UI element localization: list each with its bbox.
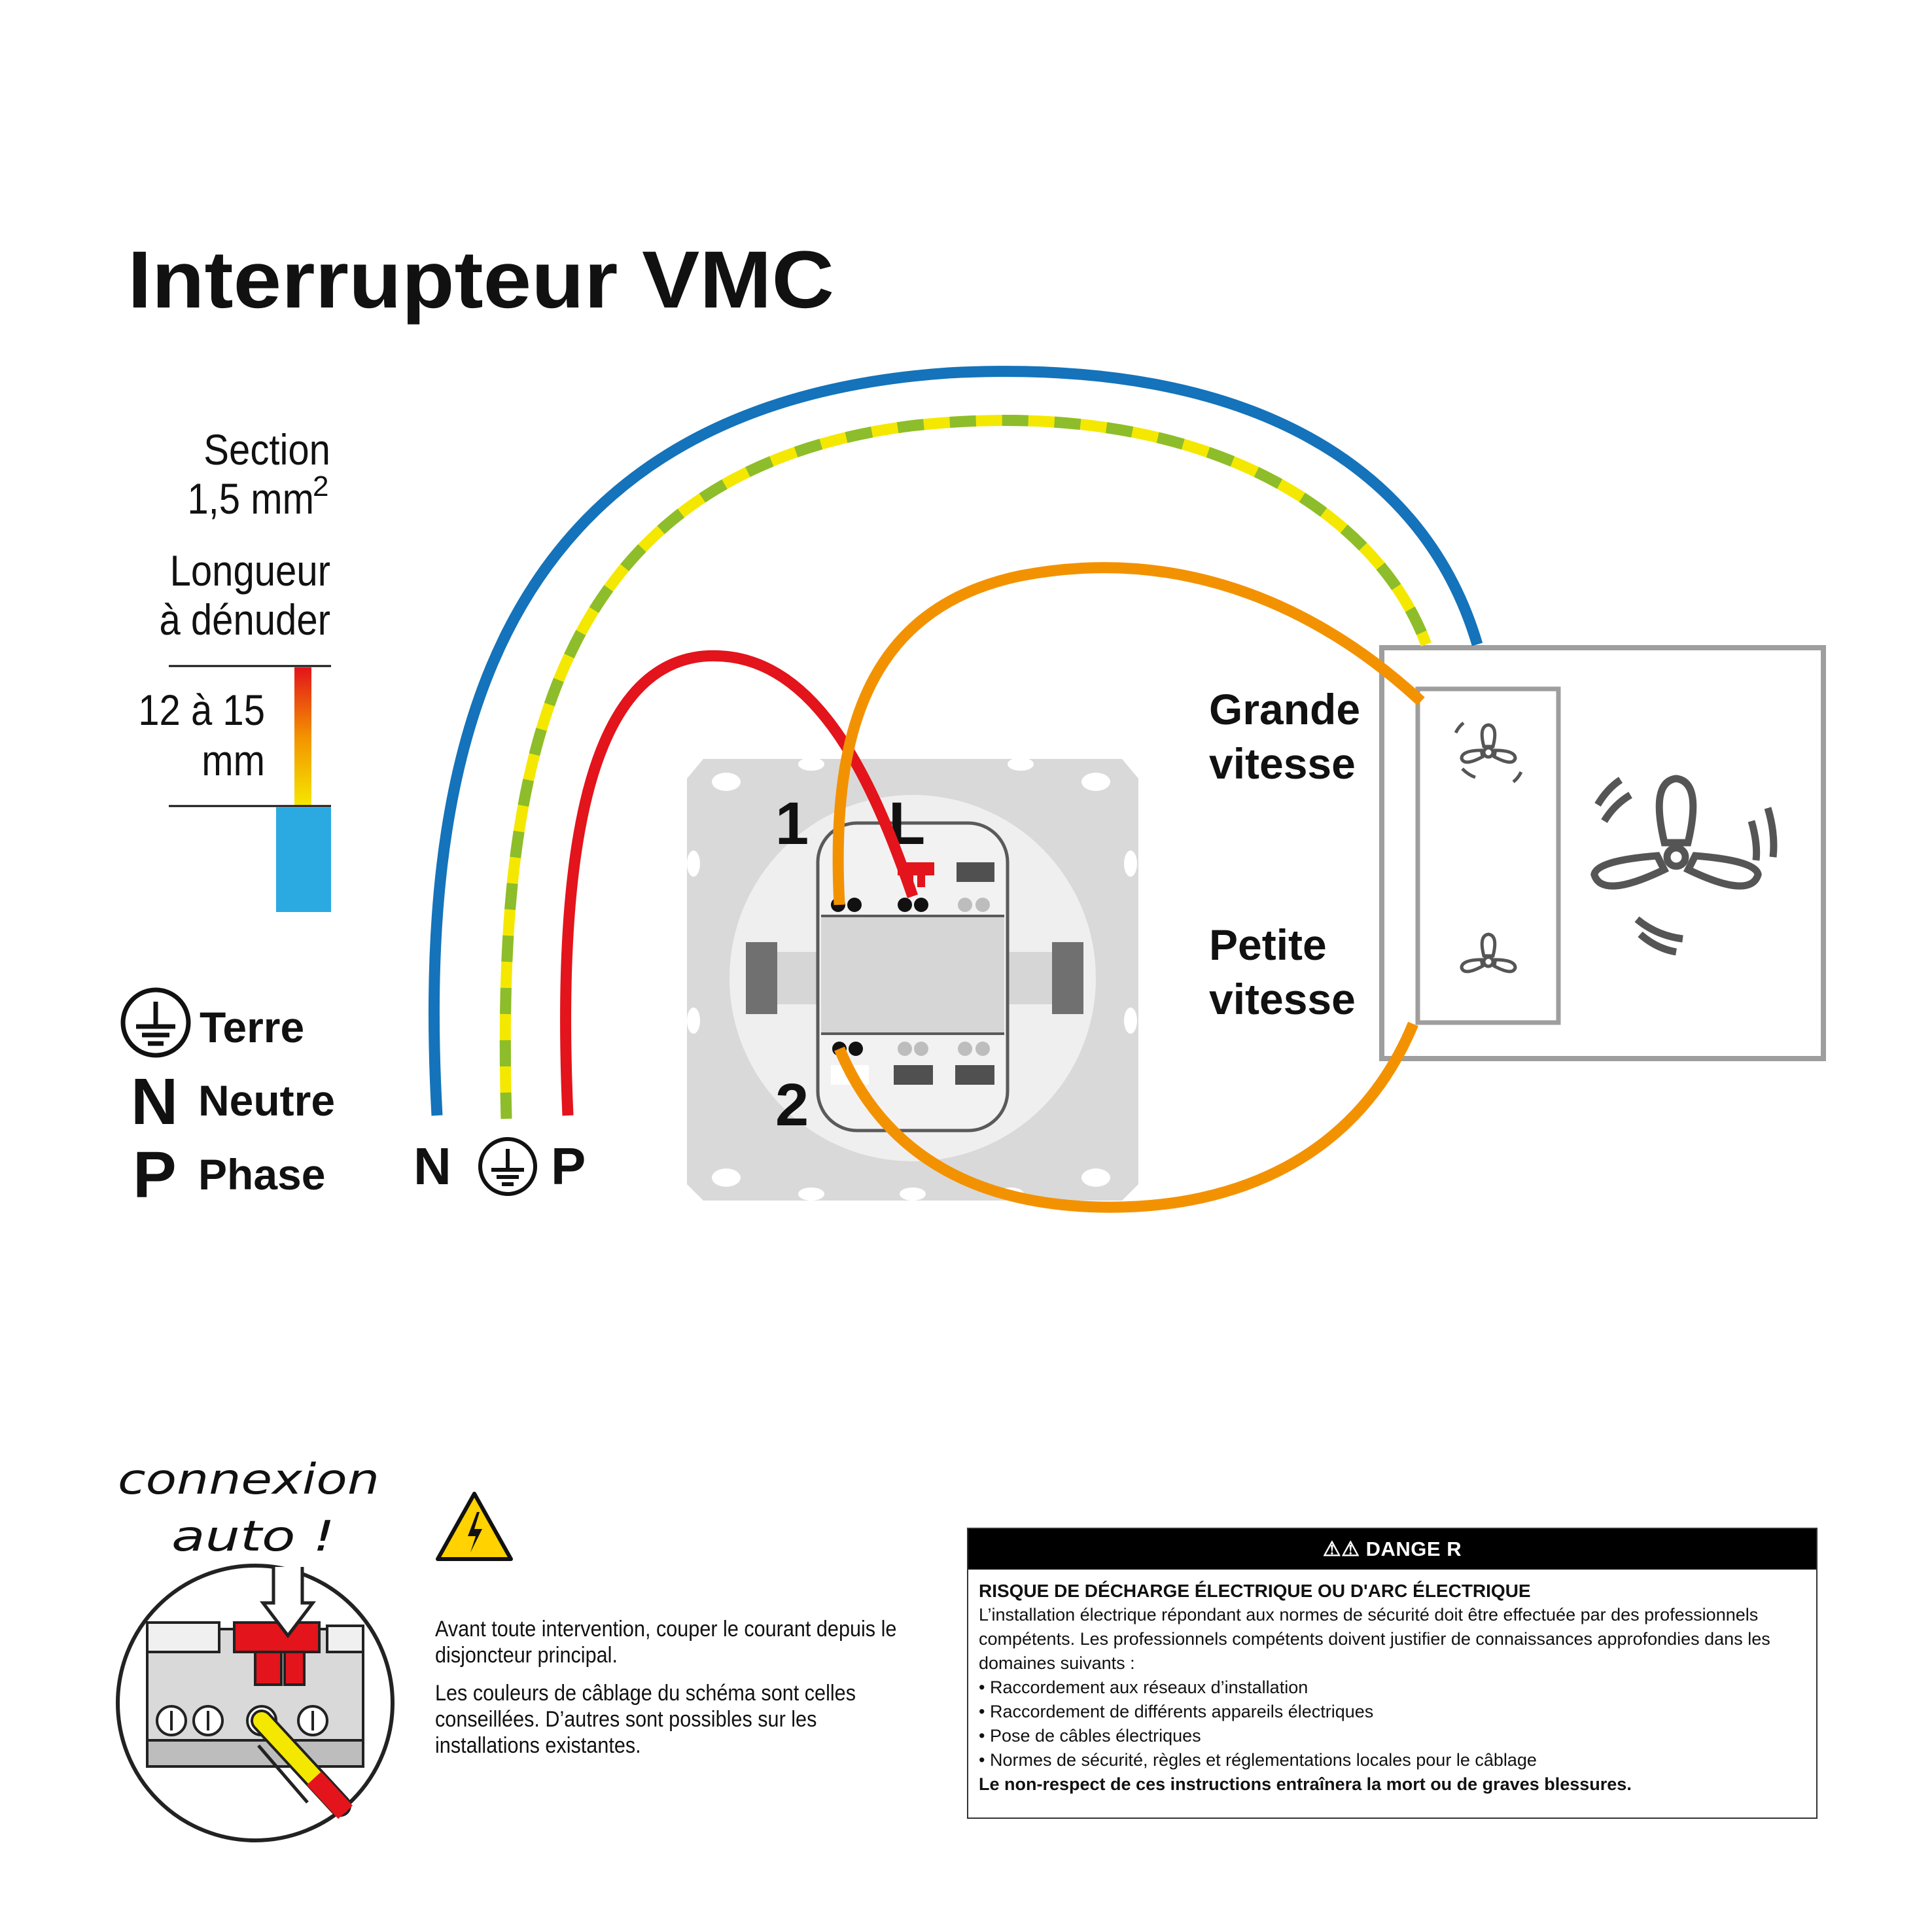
danger-list: Raccordement aux réseaux d’installation … (979, 1676, 1806, 1772)
danger-intro: L’installation électrique répondant aux … (979, 1605, 1770, 1673)
danger-body: RISQUE DE DÉCHARGE ÉLECTRIQUE OU D'ARC É… (968, 1570, 1816, 1797)
danger-list-item: Normes de sécurité, règles et réglementa… (979, 1748, 1806, 1772)
wires (428, 366, 1483, 1213)
neutral-wire (428, 366, 1483, 1116)
legend-symbol-p: P (133, 1138, 177, 1212)
low-speed-label: Petite (1209, 921, 1327, 969)
low-speed-label-2: vitesse (1209, 975, 1356, 1023)
section-label: Section (203, 427, 330, 474)
strip-length-label: Longueur (170, 548, 330, 595)
low-speed-wire (834, 1021, 1418, 1213)
lightning-warning-icon (436, 1492, 513, 1561)
switch-mechanism: 1 L 2 (687, 758, 1138, 1201)
terminal-label-1: 1 (775, 790, 809, 857)
danger-list-item: Raccordement aux réseaux d’installation (979, 1676, 1806, 1700)
strip-length-value: 12 à 15 (138, 687, 265, 735)
supply-label-p: P (551, 1137, 586, 1195)
auto-connect-label: connexion (118, 1456, 379, 1504)
strip-length-label-2: à dénuder (159, 597, 330, 644)
warning-icon: ⚠⚠ (1322, 1537, 1366, 1560)
supply-label-n: N (413, 1137, 451, 1195)
strip-insulation (276, 807, 331, 912)
strip-length-unit: mm (202, 737, 265, 785)
danger-box: ⚠⚠ DANGE R RISQUE DE DÉCHARGE ÉLECTRIQUE… (967, 1528, 1818, 1819)
page-title: Interrupteur VMC (128, 235, 834, 325)
auto-connect-illustration (116, 1564, 395, 1842)
fan-large-icon (1590, 775, 1778, 956)
legend: Terre N Neutre P Phase (120, 987, 335, 1212)
danger-footer: Le non-respect de ces instructions entra… (979, 1774, 1632, 1794)
earth-wire-green (499, 415, 1431, 1119)
section-value: 1,5 mm (187, 476, 314, 523)
danger-title: DANGE R (1365, 1537, 1462, 1560)
danger-list-item: Raccordement de différents appareils éle… (979, 1700, 1806, 1724)
danger-list-item: Pose de câbles électriques (979, 1724, 1806, 1748)
vmc-speed-panel (1415, 686, 1561, 1025)
high-speed-label-2: vitesse (1209, 739, 1356, 788)
section-superscript: 2 (313, 470, 328, 502)
danger-header: ⚠⚠ DANGE R (968, 1529, 1816, 1570)
fan-small-low-icon (1460, 932, 1517, 974)
legend-label-terre: Terre (200, 1003, 304, 1051)
phase-wire (560, 650, 919, 1116)
strip-bare-gradient (294, 667, 311, 806)
vmc-unit (1379, 645, 1826, 1061)
terminal-label-2: 2 (775, 1072, 809, 1138)
high-speed-label: Grande (1209, 685, 1360, 733)
legend-symbol-n: N (131, 1065, 178, 1138)
fan-small-high-icon (1454, 721, 1523, 784)
danger-heading: RISQUE DE DÉCHARGE ÉLECTRIQUE OU D'ARC É… (979, 1581, 1531, 1601)
auto-connect-label-2: auto ! (171, 1513, 335, 1561)
supply-earth-icon (478, 1137, 537, 1196)
legend-label-neutre: Neutre (198, 1076, 335, 1125)
note-bold: Avant toute intervention, couper le cour… (435, 1617, 897, 1668)
clip-right (1052, 942, 1083, 1014)
earth-icon (120, 987, 191, 1058)
note-regular: Les couleurs de câblage du schéma sont c… (435, 1681, 856, 1758)
high-speed-wire (832, 562, 1425, 905)
safety-notes: Avant toute intervention, couper le cour… (435, 1616, 906, 1759)
clip-left (746, 942, 777, 1014)
legend-label-phase: Phase (198, 1150, 325, 1199)
cable-section-info: Section 1,5 mm 2 Longueur à dénuder 12 à… (138, 427, 331, 912)
